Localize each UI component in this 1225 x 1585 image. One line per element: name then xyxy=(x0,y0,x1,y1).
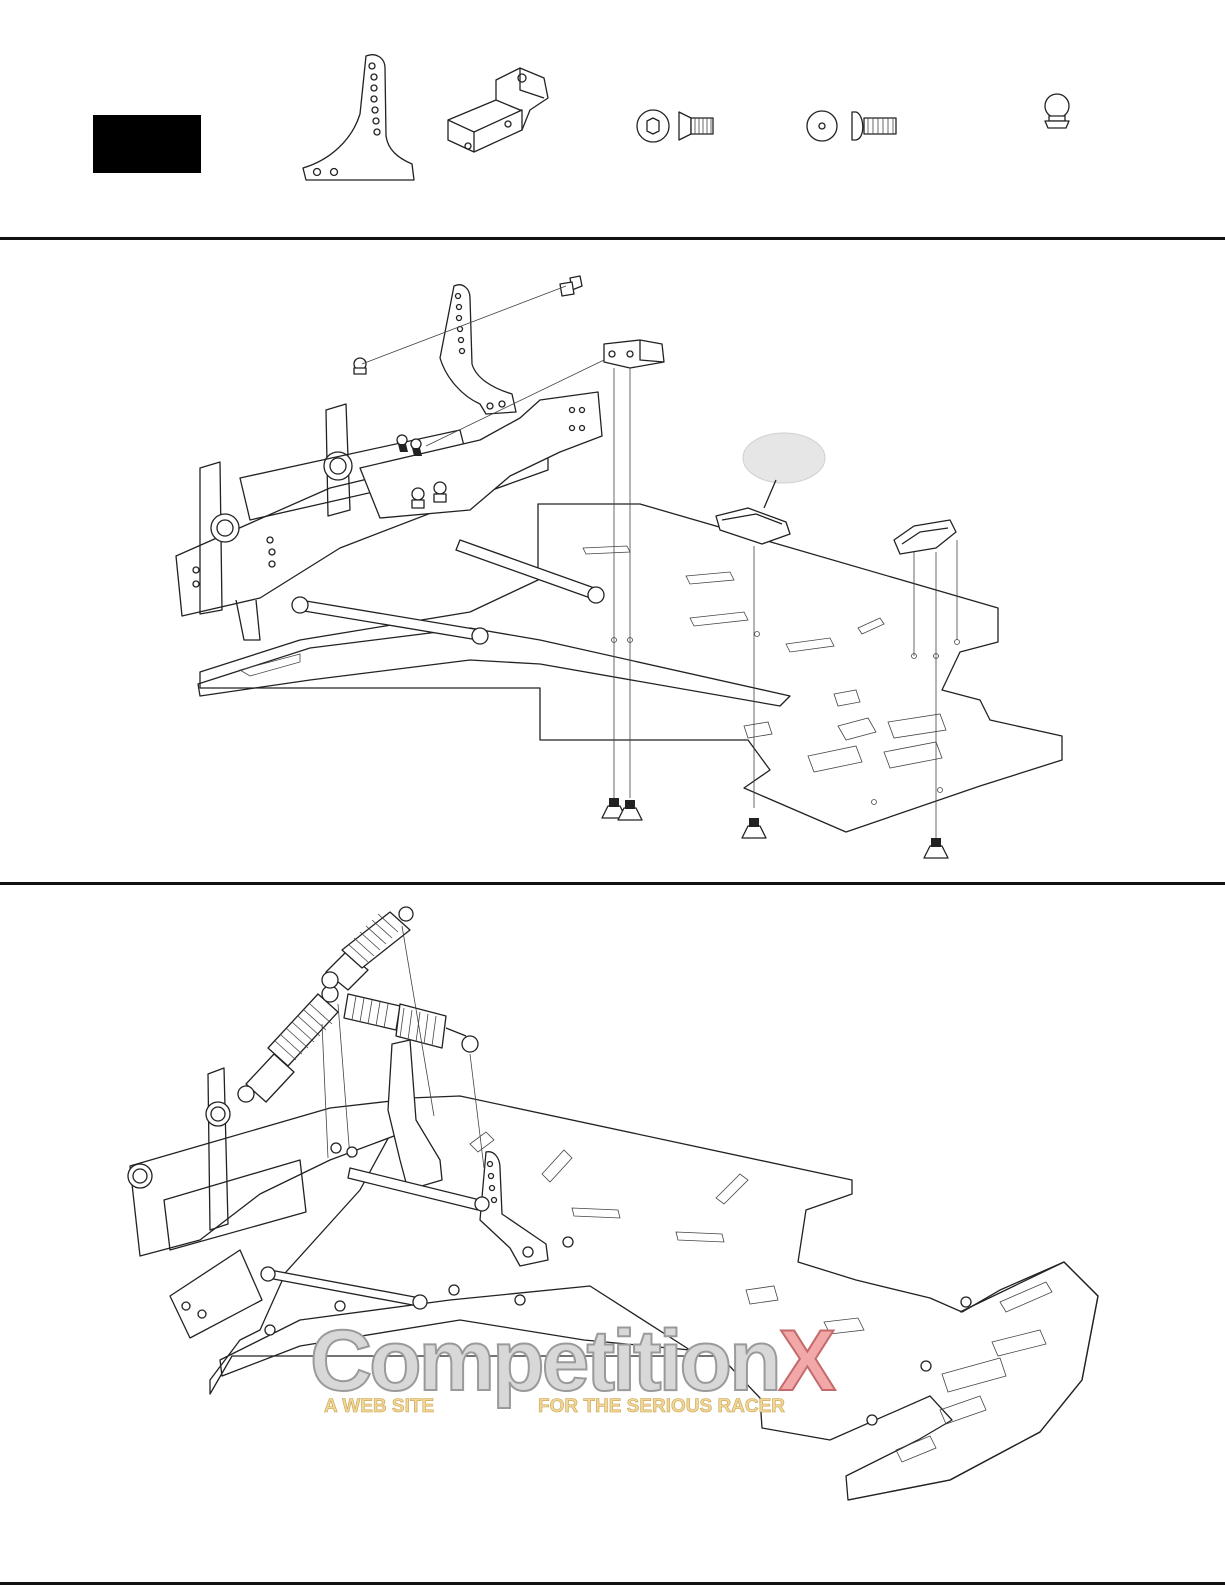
shock-tower-plate-b xyxy=(388,1040,548,1266)
screws-bottom-a xyxy=(602,798,948,858)
flat-head-screw-icon xyxy=(637,110,713,142)
shock-absorber-center xyxy=(322,907,413,990)
watermark-tagline-left: A WEB SITE xyxy=(324,1396,434,1418)
shock-mount-block-icon xyxy=(448,68,548,152)
turnbuckle-link-a xyxy=(292,540,604,644)
watermark-logo: CompetitionX A WEB SITE FOR THE SERIOUS … xyxy=(310,1318,910,1428)
upper-deck-brace-a xyxy=(360,392,602,518)
ball-stud-exploded xyxy=(354,358,366,374)
front-bulkhead-assembly-b xyxy=(128,1068,410,1338)
lower-suspension-plate-a xyxy=(198,628,790,706)
watermark-tagline-right: FOR THE SERIOUS RACER xyxy=(538,1396,785,1418)
body-post-mount-right xyxy=(894,520,956,554)
screw-top-exploded xyxy=(560,276,582,296)
shock-tower-plate-exploded xyxy=(440,285,516,414)
shock-mount-block-exploded xyxy=(604,340,664,368)
callout-bubble xyxy=(743,433,825,508)
watermark-brand-x: X xyxy=(779,1313,833,1409)
button-head-screw-icon xyxy=(807,111,896,141)
shock-absorber-right xyxy=(344,994,478,1052)
shock-tower-plate-icon xyxy=(303,55,414,180)
watermark-brand-main: Competition xyxy=(310,1313,779,1409)
body-post-mount-left xyxy=(716,508,790,544)
screw-pair-exploded xyxy=(397,435,422,456)
ball-stud-icon xyxy=(1045,94,1069,128)
watermark-brand: CompetitionX xyxy=(310,1318,833,1404)
